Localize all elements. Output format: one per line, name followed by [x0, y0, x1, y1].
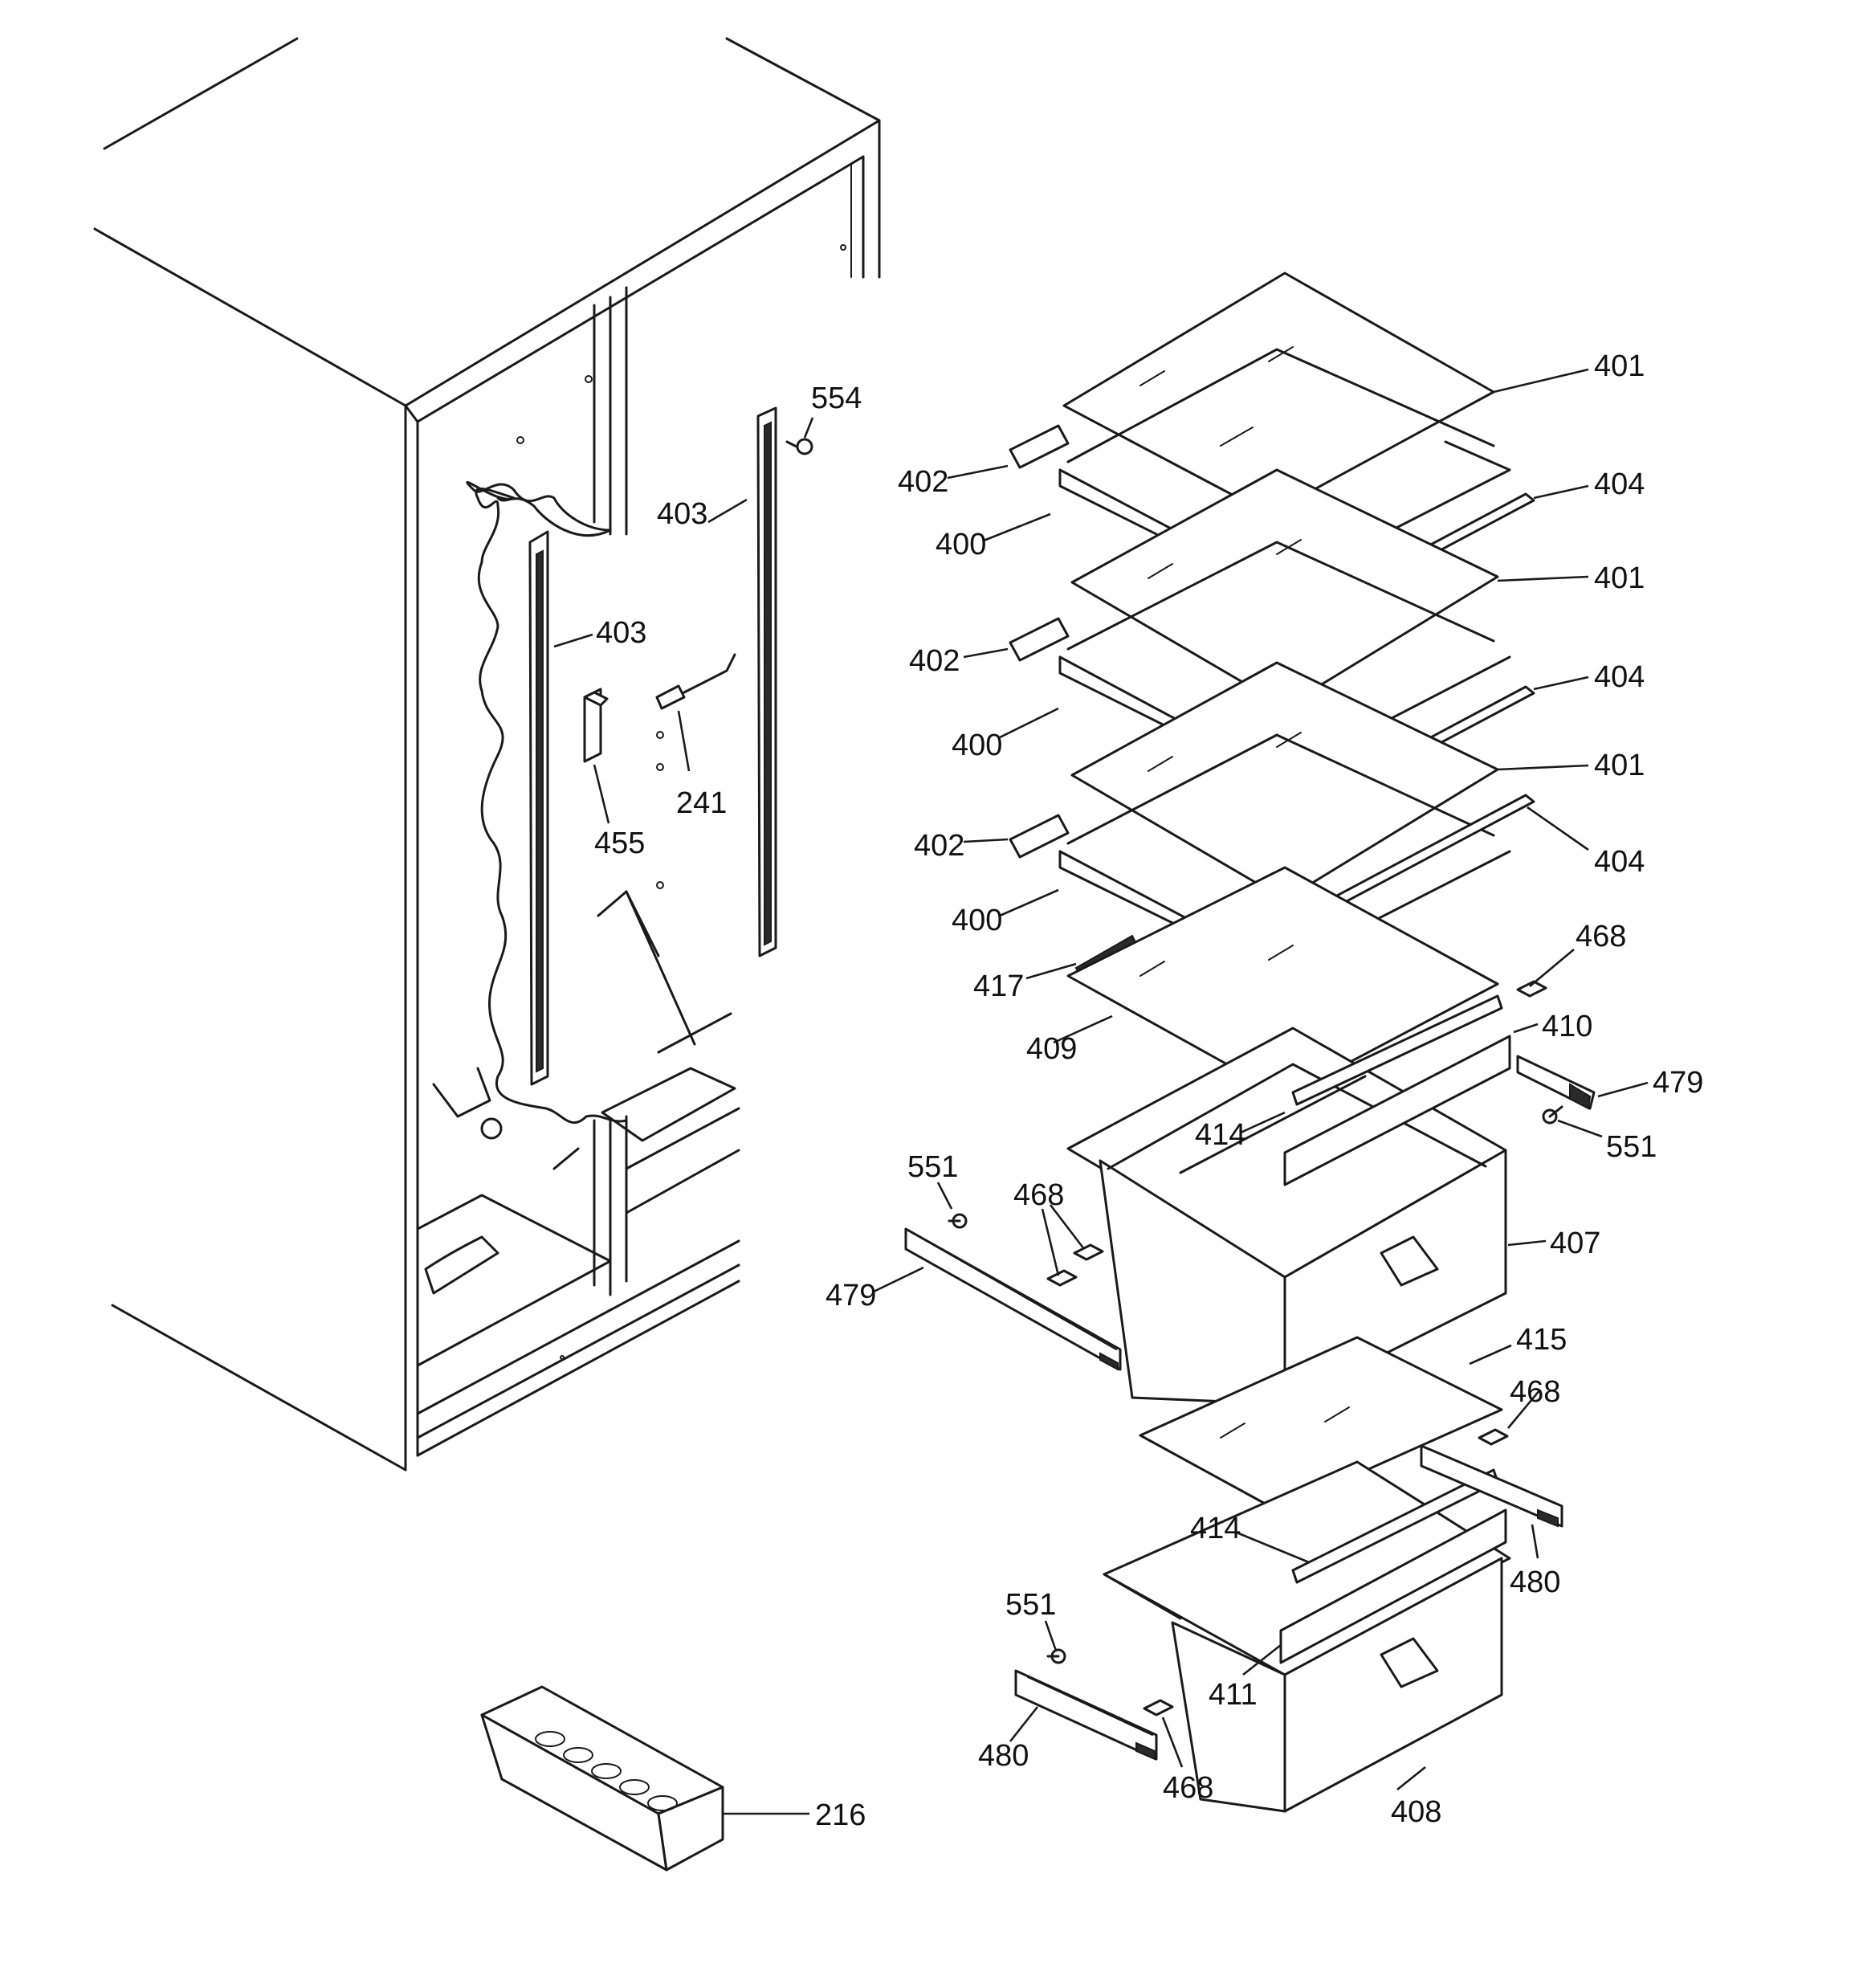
crisper-cover-glass [1066, 866, 1499, 1098]
callout-479: 479 [826, 1279, 876, 1312]
callout-403: 403 [657, 497, 707, 531]
callout-417: 417 [973, 970, 1024, 1003]
callout-551: 551 [907, 1150, 958, 1184]
callout-411: 411 [1209, 1678, 1258, 1712]
callout-400: 400 [952, 904, 1002, 937]
screw-part [1046, 1648, 1066, 1664]
callout-402: 402 [898, 465, 948, 499]
shelf-rail-part [756, 406, 777, 957]
light-socket-part [655, 653, 736, 710]
callout-400: 400 [936, 528, 986, 561]
callout-402: 402 [914, 829, 964, 863]
callout-216: 216 [815, 1798, 866, 1832]
leader-lines [553, 368, 1649, 1815]
callout-401: 401 [1594, 349, 1645, 383]
drawer-slide-rail-left [904, 1227, 1122, 1371]
egg-tray-part [480, 1685, 724, 1872]
shelf-rail-part [528, 530, 549, 1086]
refrigerator-cabinet [93, 37, 881, 1472]
callout-415: 415 [1516, 1323, 1567, 1357]
clip-part [1143, 1699, 1174, 1717]
screw-part [948, 1213, 968, 1229]
callout-551: 551 [1606, 1130, 1657, 1164]
callout-455: 455 [594, 827, 645, 860]
callout-480: 480 [1510, 1565, 1560, 1599]
callout-468: 468 [1576, 920, 1626, 953]
clip-part [1073, 1243, 1104, 1261]
callout-468: 468 [1163, 1771, 1213, 1805]
callout-241: 241 [676, 786, 727, 820]
damper-part [583, 688, 609, 763]
callout-404: 404 [1594, 660, 1645, 694]
drawer-slide-rail-right-lower [1420, 1444, 1563, 1528]
callout-402: 402 [909, 644, 960, 678]
callout-468: 468 [1013, 1178, 1064, 1212]
drawer-slide-rail-left-lower [1014, 1669, 1158, 1761]
screw-part [1542, 1105, 1563, 1125]
screw-part [785, 438, 813, 455]
lower-crisper-cover-glass [1139, 1336, 1503, 1512]
drawer-slide-rail-right [1516, 1055, 1596, 1110]
callout-410: 410 [1542, 1010, 1592, 1043]
callout-551: 551 [1005, 1588, 1056, 1622]
callout-409: 409 [1026, 1032, 1077, 1066]
clip-part [1478, 1428, 1509, 1446]
callout-403: 403 [596, 616, 646, 650]
clip-part [1516, 980, 1547, 998]
callout-468: 468 [1510, 1375, 1560, 1409]
callout-414: 414 [1190, 1512, 1241, 1545]
callout-407: 407 [1550, 1227, 1600, 1260]
callout-480: 480 [978, 1739, 1029, 1773]
callout-401: 401 [1594, 561, 1645, 595]
callout-404: 404 [1594, 467, 1645, 501]
callout-400: 400 [952, 729, 1002, 762]
callout-479: 479 [1653, 1066, 1703, 1100]
callout-404: 404 [1594, 845, 1645, 879]
callout-labels: 401 402 400 404 401 402 400 404 401 402 … [594, 349, 1703, 1832]
lower-crisper-drawer [1103, 1460, 1511, 1813]
callout-554: 554 [811, 382, 862, 415]
clip-part [1046, 1269, 1078, 1287]
upper-crisper-drawer [1066, 994, 1511, 1406]
callout-408: 408 [1391, 1795, 1441, 1829]
callout-401: 401 [1594, 749, 1645, 782]
callout-414: 414 [1195, 1118, 1245, 1152]
